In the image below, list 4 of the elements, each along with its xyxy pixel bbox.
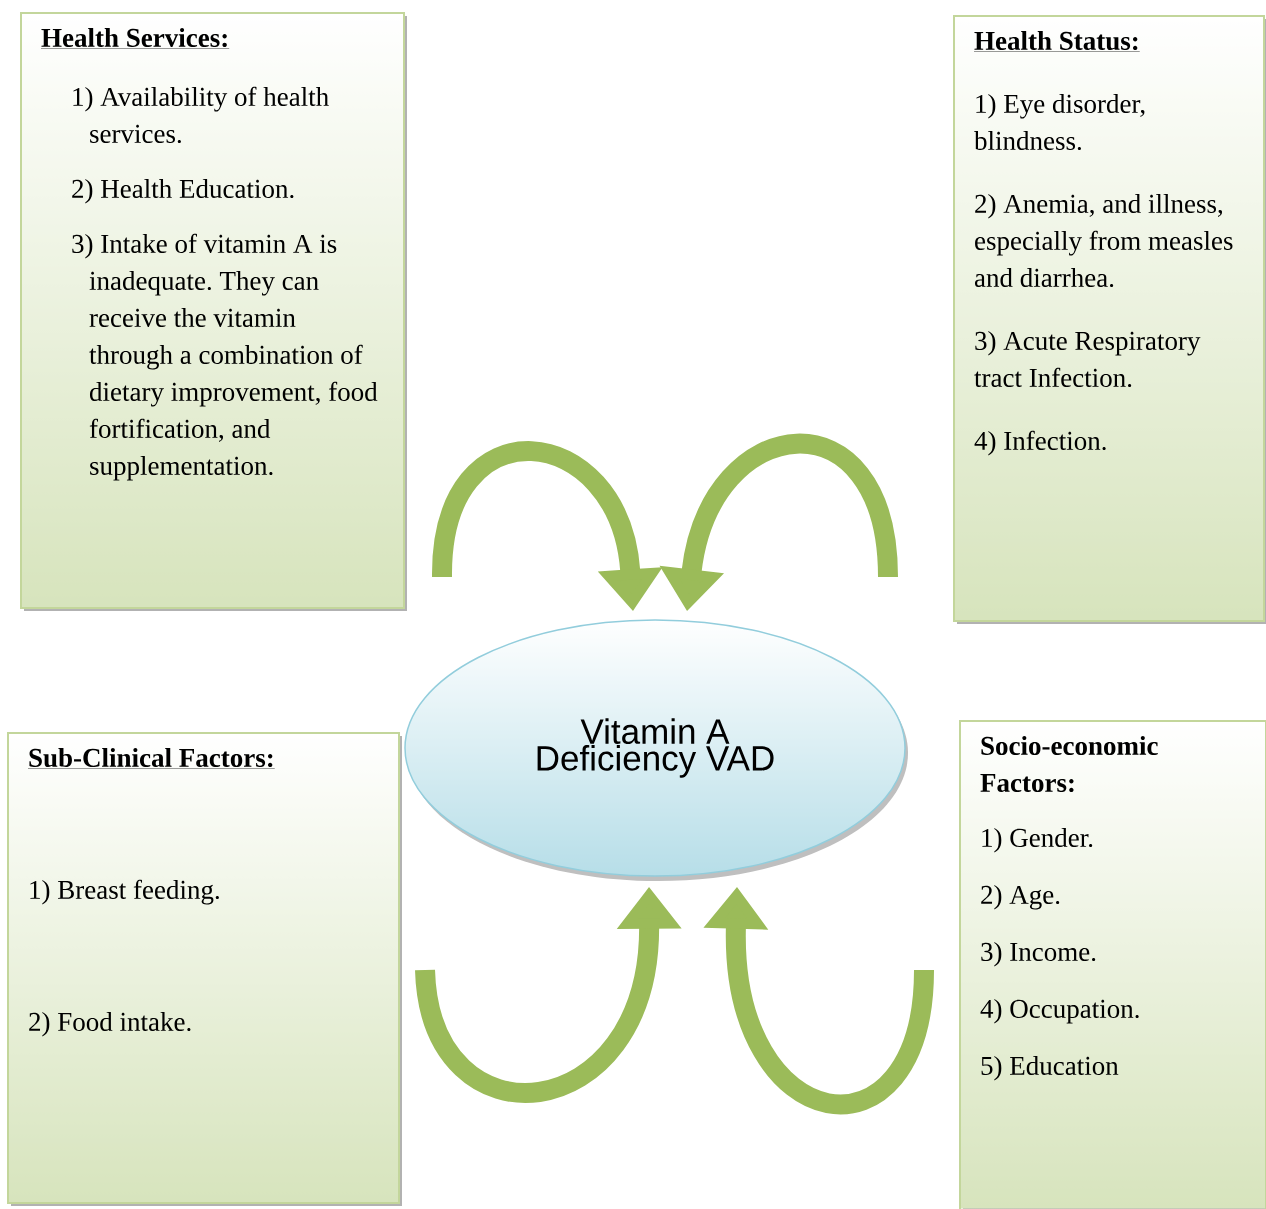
text-box: Health Status: 1) Eye disorder, blindness. 2) Anemia, and illness, especially from measles and diarrhea. 3) Acute Respiratory tract Infection. 4) Infection. bbox=[953, 15, 1266, 624]
text-box: Sub-Clinical Factors: 1) Breast feeding. 2) Food intake. bbox=[7, 732, 402, 1206]
text-box: Socio-economic Factors: 1) Gender. 2) Age. 3) Income. 4) Occupation. 5) Education bbox=[959, 720, 1266, 1209]
text-box: Health Services: 1) Availability of health services. 2) Health Education. 3) Intake of vitamin A is inadequate. They can receive the vitamin through a combination of dietary improvement, food fortification, and supplementation. bbox=[20, 12, 407, 611]
